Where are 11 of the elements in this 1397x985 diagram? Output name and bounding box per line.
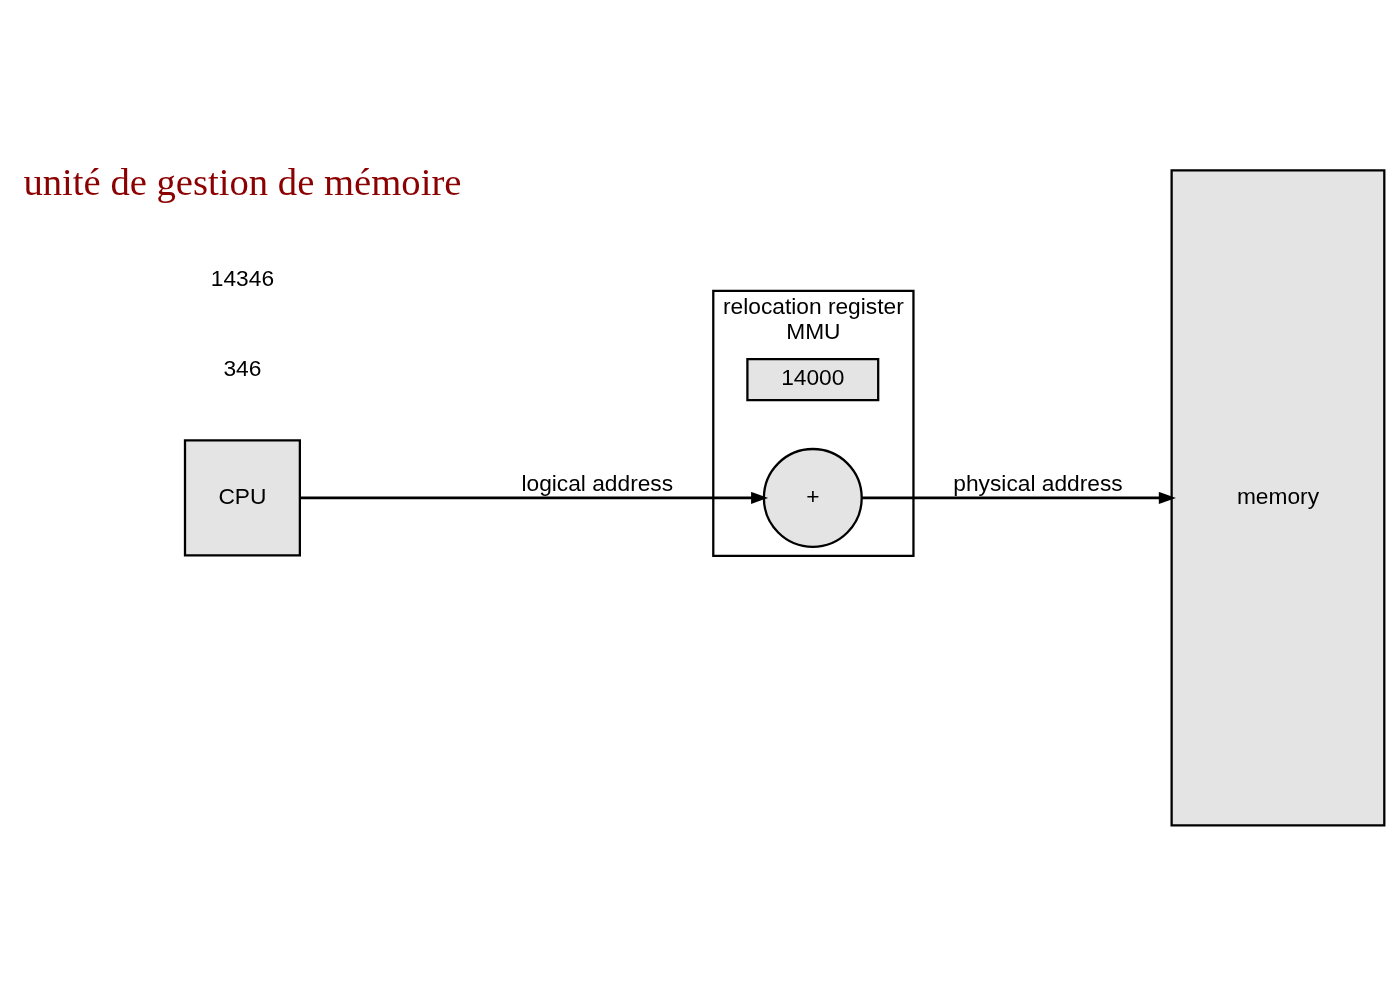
node-box: 14000 xyxy=(746,358,880,402)
node-box: CPU xyxy=(183,439,301,557)
label: unité de gestion de mémoire xyxy=(23,161,462,204)
node-circle: + xyxy=(762,447,863,548)
edge-label: logical address xyxy=(521,470,674,497)
arrow xyxy=(300,491,769,504)
label: 346 xyxy=(223,355,262,382)
arrow xyxy=(861,491,1176,504)
node-box: memory xyxy=(1170,169,1386,827)
edge-label: physical address xyxy=(953,470,1123,497)
label: 14346 xyxy=(210,265,275,292)
